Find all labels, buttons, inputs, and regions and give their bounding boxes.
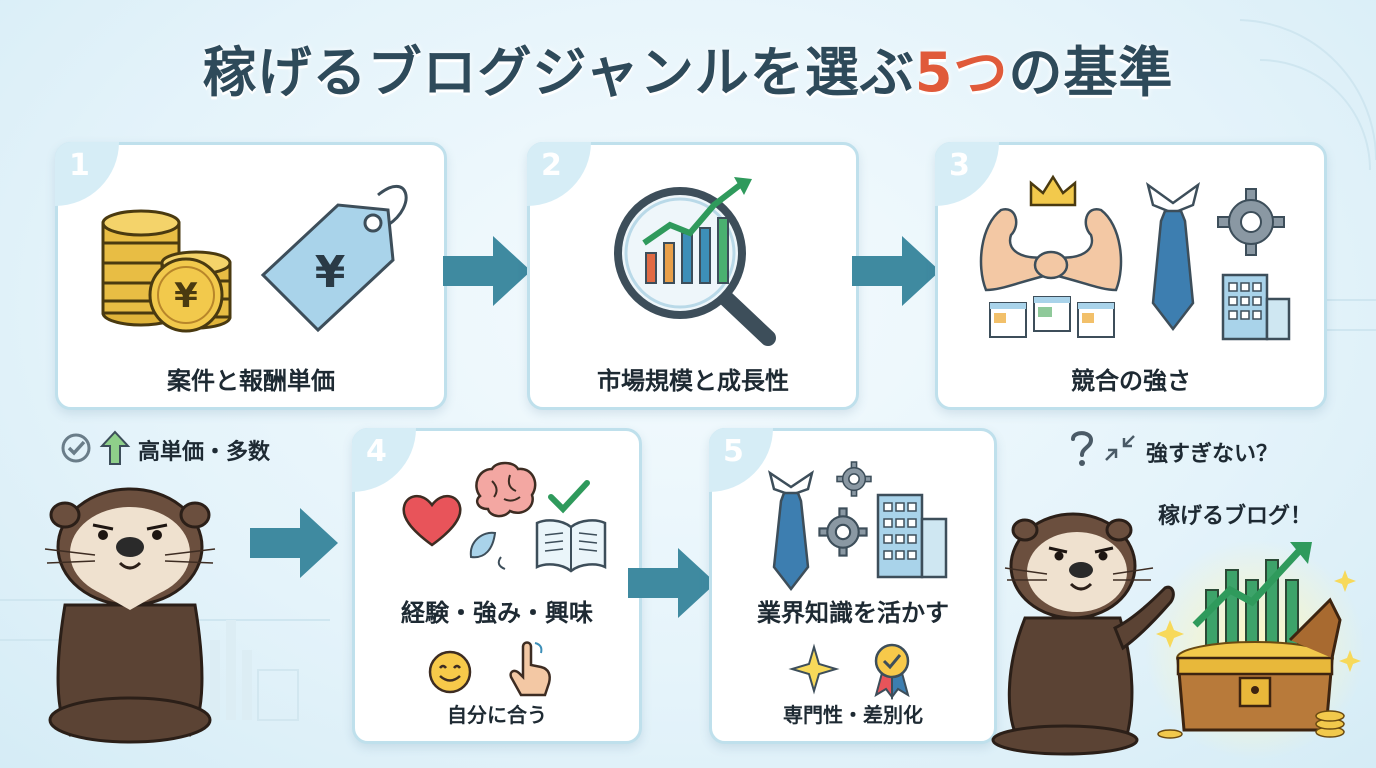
title-prefix: 稼げるブログジャンルを選ぶ xyxy=(202,41,915,104)
yen-coin-icon: ¥ xyxy=(148,257,224,333)
brain-icon xyxy=(475,461,537,518)
step-label: 市場規模と成長性 xyxy=(597,367,789,395)
page-title: 稼げるブログジャンルを選ぶ5つの基準 xyxy=(0,28,1376,107)
flow-arrow xyxy=(443,236,531,306)
flexing-arms-icon xyxy=(979,207,1123,292)
flow-arrow xyxy=(852,236,940,306)
title-accent: 5つ xyxy=(914,41,1009,104)
competition-note-text: 強すぎない？ xyxy=(1146,442,1279,467)
sea-otter-left xyxy=(44,487,216,744)
step-number-tab: 5 xyxy=(709,428,773,492)
yen-price-tag-icon: ¥ xyxy=(260,184,408,333)
office-building-icon xyxy=(876,493,948,579)
step-label: 業界知識を活かす xyxy=(757,599,949,627)
necktie-icon xyxy=(768,470,814,592)
check-circle-icon xyxy=(61,433,91,463)
up-arrow-icon xyxy=(99,430,131,465)
step-label: 案件と報酬単価 xyxy=(167,367,335,395)
growth-chart-icon xyxy=(642,177,752,284)
sea-otter-right xyxy=(991,512,1175,756)
step-number: 5 xyxy=(723,434,744,469)
svg-text:¥: ¥ xyxy=(315,247,346,298)
flow-arrow xyxy=(628,548,716,618)
price-note-text: 高単価・多数 xyxy=(138,440,271,465)
step-label: 競合の強さ xyxy=(1071,367,1191,395)
otter-speech: 稼げるブログ！ xyxy=(1158,504,1313,529)
treasure-chest-icon xyxy=(1145,540,1365,760)
leaf-icon xyxy=(469,531,506,570)
office-building-icon xyxy=(1221,273,1291,341)
title-suffix: の基準 xyxy=(1008,41,1174,104)
smile-face-icon xyxy=(428,650,472,694)
open-book-icon xyxy=(535,519,607,573)
step-card-1: 1 ¥ ¥ 案件と報酬単価 xyxy=(55,142,447,410)
step-sublabel: 自分に合う xyxy=(447,703,547,727)
heart-icon xyxy=(402,495,462,547)
step-card-3: 3 競合の強さ xyxy=(935,142,1327,410)
award-badge-icon xyxy=(874,643,910,700)
pointing-hand-icon xyxy=(509,641,551,697)
gear-icon xyxy=(1217,188,1285,256)
step-label: 経験・強み・興味 xyxy=(401,599,593,627)
flow-arrow xyxy=(250,508,338,578)
step-card-5: 5 業界知識を活かす xyxy=(709,428,997,744)
checkmark-icon xyxy=(548,480,590,514)
crown-icon xyxy=(1029,174,1077,207)
web-pages-icon xyxy=(989,296,1115,338)
step-number-tab: 4 xyxy=(352,428,416,492)
step-number: 3 xyxy=(949,148,970,183)
necktie-icon xyxy=(1145,181,1201,332)
step-sublabel: 専門性・差別化 xyxy=(783,703,923,727)
gear-icon xyxy=(836,461,872,497)
step-card-4: 4 経験・強み・興味 自分に合う xyxy=(352,428,642,744)
step-number-tab: 3 xyxy=(935,142,999,206)
step-number: 2 xyxy=(541,148,562,183)
step-number-tab: 2 xyxy=(527,142,591,206)
competition-note: 強すぎない？ xyxy=(1068,428,1348,468)
question-mark-icon xyxy=(1071,431,1094,466)
step-card-2: 2 市場規模と成長性 xyxy=(527,142,859,410)
svg-text:¥: ¥ xyxy=(174,276,198,316)
sparkle-icon xyxy=(788,643,840,695)
step-number: 1 xyxy=(69,148,90,183)
step-number: 4 xyxy=(366,434,387,469)
gear-icon xyxy=(818,507,868,557)
compress-arrows-icon xyxy=(1105,435,1135,461)
